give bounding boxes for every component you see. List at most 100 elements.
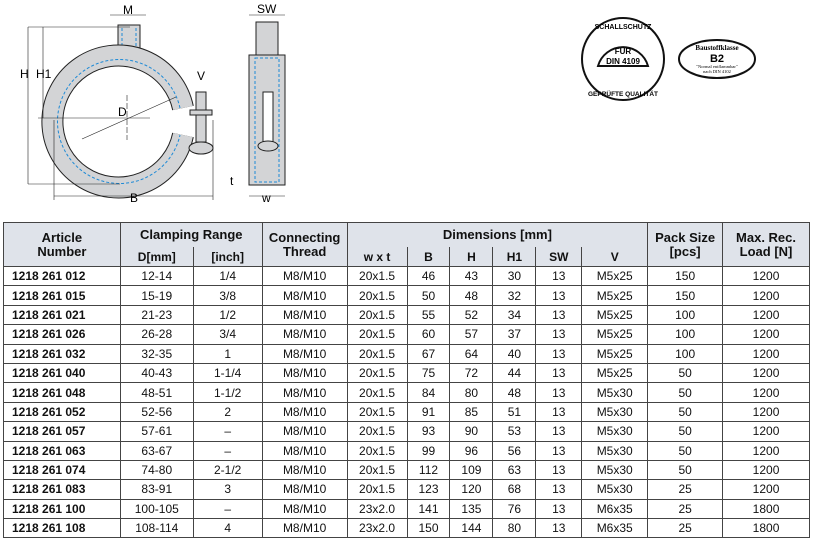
cell-v: M5x30: [581, 421, 649, 442]
cell-max-load: 1200: [722, 265, 810, 287]
cell-b: 150: [406, 518, 451, 539]
cell-thread: M8/M10: [261, 459, 348, 481]
header-h1: H1: [492, 246, 537, 267]
cell-thread: M8/M10: [261, 421, 348, 442]
cell-wxt: 20x1.5: [346, 382, 408, 403]
label-h1: H1: [36, 67, 52, 81]
cell-sw: 13: [535, 343, 583, 364]
cell-max-load: 1200: [722, 401, 810, 423]
cell-sw: 13: [535, 421, 583, 442]
cell-b: 84: [406, 382, 451, 403]
header-v: V: [581, 246, 649, 267]
label-t: t: [230, 174, 234, 188]
cell-b: 141: [406, 498, 451, 520]
cell-h: 48: [449, 285, 494, 306]
front-view: M H H1 V D B: [20, 3, 214, 205]
cell-thread: M8/M10: [261, 343, 348, 364]
cell-pack-size: 50: [647, 459, 724, 481]
header-d-mm: D[mm]: [119, 246, 194, 267]
cell-sw: 13: [535, 382, 583, 403]
cell-pack-size: 50: [647, 362, 724, 384]
cell-article-number: 1218 261 063: [3, 440, 121, 461]
label-sw: SW: [257, 2, 277, 16]
cell-clamping-d: 26-28: [119, 324, 194, 345]
seal-fur: FÜR: [615, 47, 632, 56]
cell-article-number: 1218 261 048: [3, 382, 121, 403]
cell-max-load: 1200: [722, 362, 810, 384]
cell-clamping-d: 57-61: [119, 421, 194, 442]
cell-thread: M8/M10: [261, 498, 348, 520]
cell-wxt: 20x1.5: [346, 440, 408, 461]
cell-wxt: 20x1.5: [346, 285, 408, 306]
cell-max-load: 1200: [722, 440, 810, 461]
cell-h: 52: [449, 304, 494, 326]
cell-sw: 13: [535, 265, 583, 287]
cell-clamping-d: 48-51: [119, 382, 194, 403]
cell-max-load: 1800: [722, 498, 810, 520]
cell-h1: 48: [492, 382, 537, 403]
cell-max-load: 1200: [722, 304, 810, 326]
cell-b: 60: [406, 324, 451, 345]
cell-article-number: 1218 261 026: [3, 324, 121, 345]
cell-b: 91: [406, 401, 451, 423]
cell-article-number: 1218 261 108: [3, 518, 121, 539]
cell-clamping-inch: –: [192, 498, 263, 520]
cell-b: 99: [406, 440, 451, 461]
cell-wxt: 20x1.5: [346, 459, 408, 481]
seal-normal: "Normal entflammbar": [696, 64, 738, 69]
cell-max-load: 1200: [722, 285, 810, 306]
cell-thread: M8/M10: [261, 324, 348, 345]
cell-h1: 32: [492, 285, 537, 306]
header-wxt: w x t: [346, 246, 408, 267]
seal-top-text: SCHALLSCHUTZ: [595, 24, 652, 31]
cell-h1: 63: [492, 459, 537, 481]
label-m: M: [123, 3, 133, 17]
cell-max-load: 1200: [722, 382, 810, 403]
cell-v: M6x35: [581, 518, 649, 539]
cell-b: 93: [406, 421, 451, 442]
cell-v: M5x25: [581, 343, 649, 364]
cell-pack-size: 50: [647, 401, 724, 423]
cell-clamping-inch: 1/2: [192, 304, 263, 326]
cell-h: 109: [449, 459, 494, 481]
cell-wxt: 23x2.0: [346, 518, 408, 539]
cell-h: 43: [449, 265, 494, 287]
cell-pack-size: 100: [647, 304, 724, 326]
cell-article-number: 1218 261 015: [3, 285, 121, 306]
cell-sw: 13: [535, 401, 583, 423]
cell-h1: 44: [492, 362, 537, 384]
cell-pack-size: 50: [647, 382, 724, 403]
seal-din: DIN 4109: [606, 57, 640, 66]
baustoffklasse-seal: Baustoffklasse B2 "Normal entflammbar" n…: [678, 39, 756, 79]
cell-b: 75: [406, 362, 451, 384]
seal-din4102: nach DIN 4102: [703, 69, 731, 74]
cell-max-load: 1200: [722, 421, 810, 442]
cell-clamping-inch: 3/4: [192, 324, 263, 345]
cell-b: 46: [406, 265, 451, 287]
cell-sw: 13: [535, 440, 583, 461]
cell-v: M6x35: [581, 498, 649, 520]
cell-sw: 13: [535, 459, 583, 481]
cell-h: 96: [449, 440, 494, 461]
cell-article-number: 1218 261 057: [3, 421, 121, 442]
cell-clamping-inch: 4: [192, 518, 263, 539]
cell-clamping-d: 32-35: [119, 343, 194, 364]
cell-clamping-d: 83-91: [119, 479, 194, 500]
side-view: SW t w: [230, 2, 286, 205]
label-h: H: [20, 67, 29, 81]
cell-clamping-d: 108-114: [119, 518, 194, 539]
seal-b2: B2: [710, 53, 724, 65]
cell-h: 85: [449, 401, 494, 423]
header-sw: SW: [535, 246, 583, 267]
cell-v: M5x30: [581, 382, 649, 403]
seal-baustoff: Baustoffklasse: [695, 44, 738, 52]
cell-clamping-inch: 1-1/2: [192, 382, 263, 403]
